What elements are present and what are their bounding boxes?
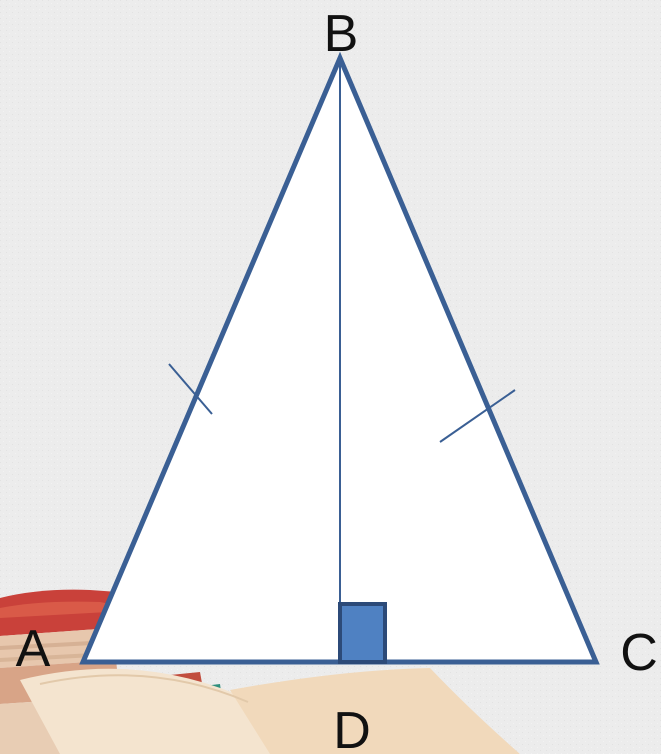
tick-mark-bc — [439, 389, 516, 443]
vertex-label-b: B — [324, 5, 359, 63]
tick-mark-ab — [168, 363, 213, 415]
books-decoration — [0, 589, 520, 754]
vertex-label-d: D — [333, 702, 371, 754]
right-angle-marker — [338, 602, 387, 664]
vertex-label-c: C — [620, 624, 658, 682]
vertex-label-a: A — [16, 620, 51, 678]
